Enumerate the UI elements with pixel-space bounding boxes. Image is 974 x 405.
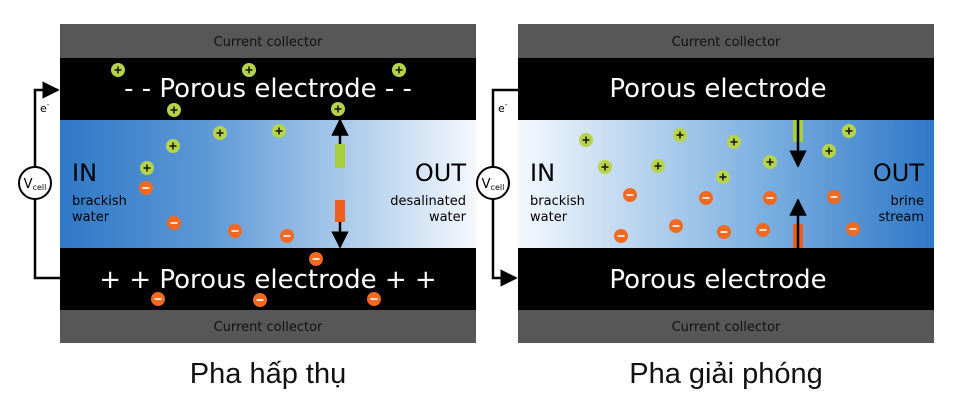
- bottom-electrode-label: Porous electrode: [609, 265, 826, 295]
- voltage-source-icon: [18, 166, 52, 200]
- bottom-porous-electrode: [518, 248, 934, 310]
- water-channel: [60, 120, 476, 248]
- cation-plus-icon: [213, 126, 227, 140]
- out-sub-line2: stream: [878, 210, 924, 225]
- anion-minus-icon: [763, 191, 777, 205]
- caption-desorption-phase: Pha giải phóng: [629, 358, 823, 390]
- desorption-panel: Current collector Porous electrode Porou…: [476, 24, 934, 343]
- bottom-current-collector-label: Current collector: [672, 320, 781, 335]
- cation-plus-icon: [242, 63, 256, 77]
- cation-plus-icon: [579, 133, 593, 147]
- top-current-collector-label: Current collector: [672, 35, 781, 50]
- top-current-collector-label: Current collector: [214, 35, 323, 50]
- out-sub-line2: water: [429, 210, 467, 225]
- anion-minus-icon: [367, 292, 381, 306]
- bottom-porous-electrode: [60, 248, 476, 310]
- top-porous-electrode: [60, 58, 476, 120]
- out-label: OUT: [415, 159, 466, 187]
- ions-desorption: [579, 124, 860, 243]
- ions-adsorption: [111, 63, 406, 307]
- anion-minus-icon: [669, 219, 683, 233]
- cation-plus-icon: [167, 103, 181, 117]
- voltage-source-icon: [476, 166, 510, 200]
- cation-plus-icon: [842, 124, 856, 138]
- bottom-current-collector-label: Current collector: [214, 320, 323, 335]
- in-label: IN: [530, 159, 555, 187]
- in-sub-line1: brackish: [530, 194, 585, 209]
- cation-plus-icon: [727, 135, 741, 149]
- cation-plus-icon: [392, 63, 406, 77]
- anion-minus-icon: [614, 229, 628, 243]
- in-sub-line2: water: [530, 210, 568, 225]
- anion-minus-icon: [827, 190, 841, 204]
- in-label: IN: [72, 159, 97, 187]
- anion-minus-icon: [139, 181, 153, 195]
- cation-plus-icon: [598, 160, 612, 174]
- cation-plus-icon: [140, 161, 154, 175]
- anion-minus-icon: [623, 188, 637, 202]
- anion-minus-icon: [253, 293, 267, 307]
- top-porous-electrode: [518, 58, 934, 120]
- electron-label: e-: [498, 101, 508, 115]
- bottom-electrode-label: + + Porous electrode + +: [99, 265, 436, 295]
- cation-plus-icon: [716, 170, 730, 184]
- cation-plus-icon: [822, 144, 836, 158]
- anion-minus-icon: [309, 252, 323, 266]
- anion-minus-icon: [167, 216, 181, 230]
- anion-minus-icon: [717, 225, 731, 239]
- top-electrode-label: Porous electrode: [609, 74, 826, 104]
- top-electrode-label: - - Porous electrode - -: [124, 74, 412, 104]
- orange-arrow-bar: [335, 200, 345, 222]
- caption-adsorption-phase: Pha hấp thụ: [189, 358, 347, 390]
- green-arrow-bar: [335, 144, 345, 168]
- cation-plus-icon: [763, 155, 777, 169]
- cation-plus-icon: [673, 128, 687, 142]
- bottom-current-collector: [60, 310, 476, 343]
- anion-minus-icon: [151, 292, 165, 306]
- anion-minus-icon: [699, 191, 713, 205]
- out-label: OUT: [873, 159, 924, 187]
- out-sub-line1: desalinated: [390, 194, 466, 209]
- in-sub-line2: water: [72, 210, 110, 225]
- anion-minus-icon: [280, 229, 294, 243]
- cation-plus-icon: [166, 139, 180, 153]
- cation-plus-icon: [331, 102, 345, 116]
- external-circuit: Vcell e-: [18, 81, 60, 280]
- out-sub-line1: brine: [891, 194, 924, 209]
- cation-plus-icon: [651, 159, 665, 173]
- cation-plus-icon: [111, 63, 125, 77]
- vcell-label: Vcell: [482, 177, 505, 192]
- top-current-collector: [60, 24, 476, 58]
- cation-plus-icon: [272, 124, 286, 138]
- adsorption-panel: Current collector - - Porous electrode -…: [18, 24, 476, 343]
- electron-label: e-: [40, 101, 50, 115]
- anion-minus-icon: [228, 224, 242, 238]
- vcell-label: Vcell: [24, 177, 47, 192]
- in-sub-line1: brackish: [72, 194, 127, 209]
- anion-minus-icon: [756, 223, 770, 237]
- top-current-collector: [518, 24, 934, 58]
- anion-minus-icon: [846, 222, 860, 236]
- bottom-current-collector: [518, 310, 934, 343]
- external-circuit: Vcell e-: [476, 88, 518, 287]
